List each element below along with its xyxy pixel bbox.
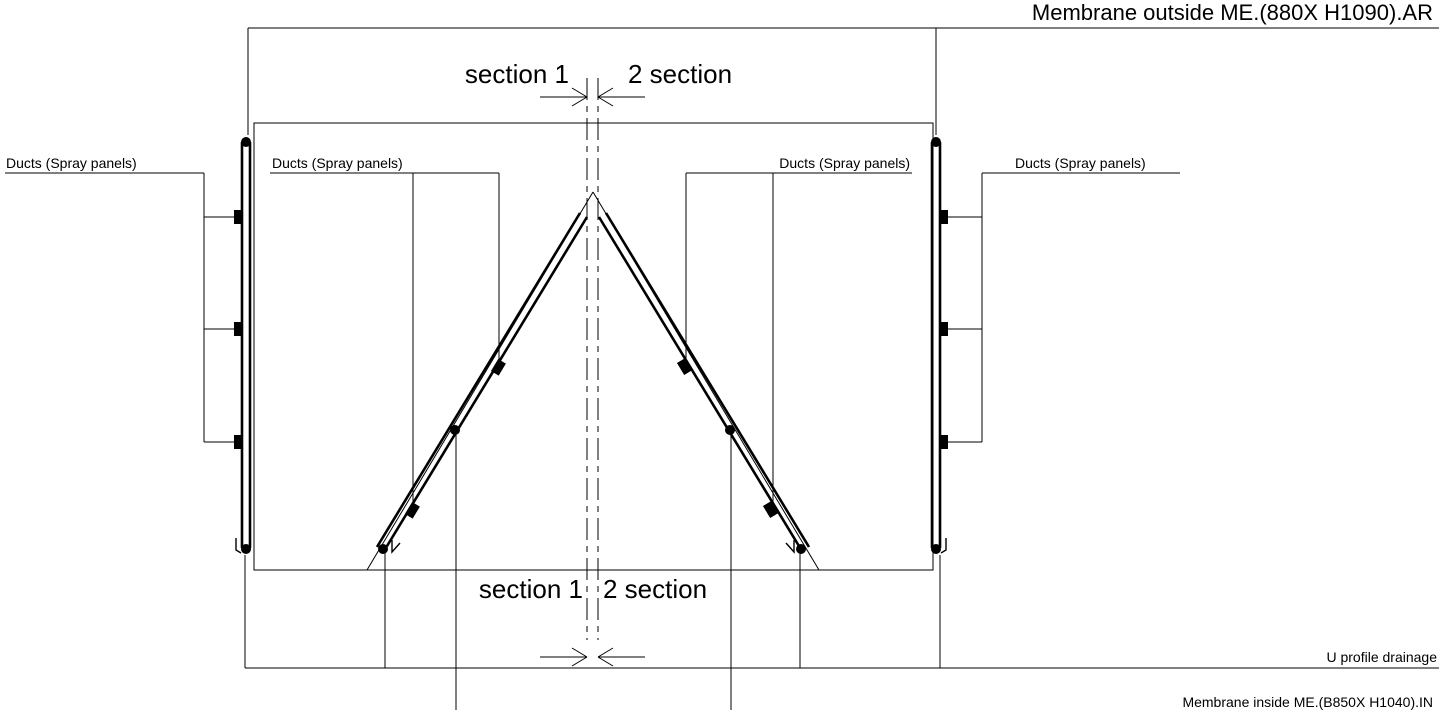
center-section-lines bbox=[586, 78, 599, 640]
section-top-left-label: section 1 bbox=[465, 59, 569, 89]
left-diagonal-panel bbox=[375, 212, 589, 554]
leader-ducts-left-inner bbox=[270, 172, 500, 505]
section-bottom-right-label: 2 section bbox=[603, 574, 707, 604]
section-top-right-label: 2 section bbox=[628, 59, 732, 89]
ducts-right-inner-label: Ducts (Spray panels) bbox=[779, 155, 910, 171]
u-profile-label: U profile drainage bbox=[1326, 649, 1437, 665]
ducts-left-inner-label: Ducts (Spray panels) bbox=[272, 155, 403, 171]
triangle-outline bbox=[366, 191, 820, 571]
section-bottom-left-label: section 1 bbox=[479, 574, 583, 604]
right-vertical-panel bbox=[930, 137, 948, 554]
left-vertical-panel bbox=[234, 137, 252, 554]
u-profile-drainage-lines bbox=[244, 550, 1439, 669]
right-diagonal-panel bbox=[597, 212, 811, 554]
section-arrows-top bbox=[540, 87, 645, 107]
membrane-inside-label: Membrane inside ME.(B850X H1040).IN bbox=[1182, 694, 1433, 710]
inner-membrane-rect bbox=[253, 122, 934, 571]
section-arrows-bottom bbox=[540, 647, 645, 667]
ducts-left-outer-label: Ducts (Spray panels) bbox=[6, 155, 137, 171]
leader-ducts-right-outer bbox=[948, 172, 1180, 443]
leader-membrane-inside bbox=[455, 430, 732, 710]
leader-ducts-left-outer bbox=[5, 172, 234, 443]
ducts-right-outer-label: Ducts (Spray panels) bbox=[1015, 155, 1146, 171]
membrane-outside-label: Membrane outside ME.(880X H1090).AR bbox=[1032, 0, 1433, 25]
outer-membrane-frame bbox=[247, 27, 1439, 135]
leader-ducts-right-inner bbox=[685, 172, 912, 505]
